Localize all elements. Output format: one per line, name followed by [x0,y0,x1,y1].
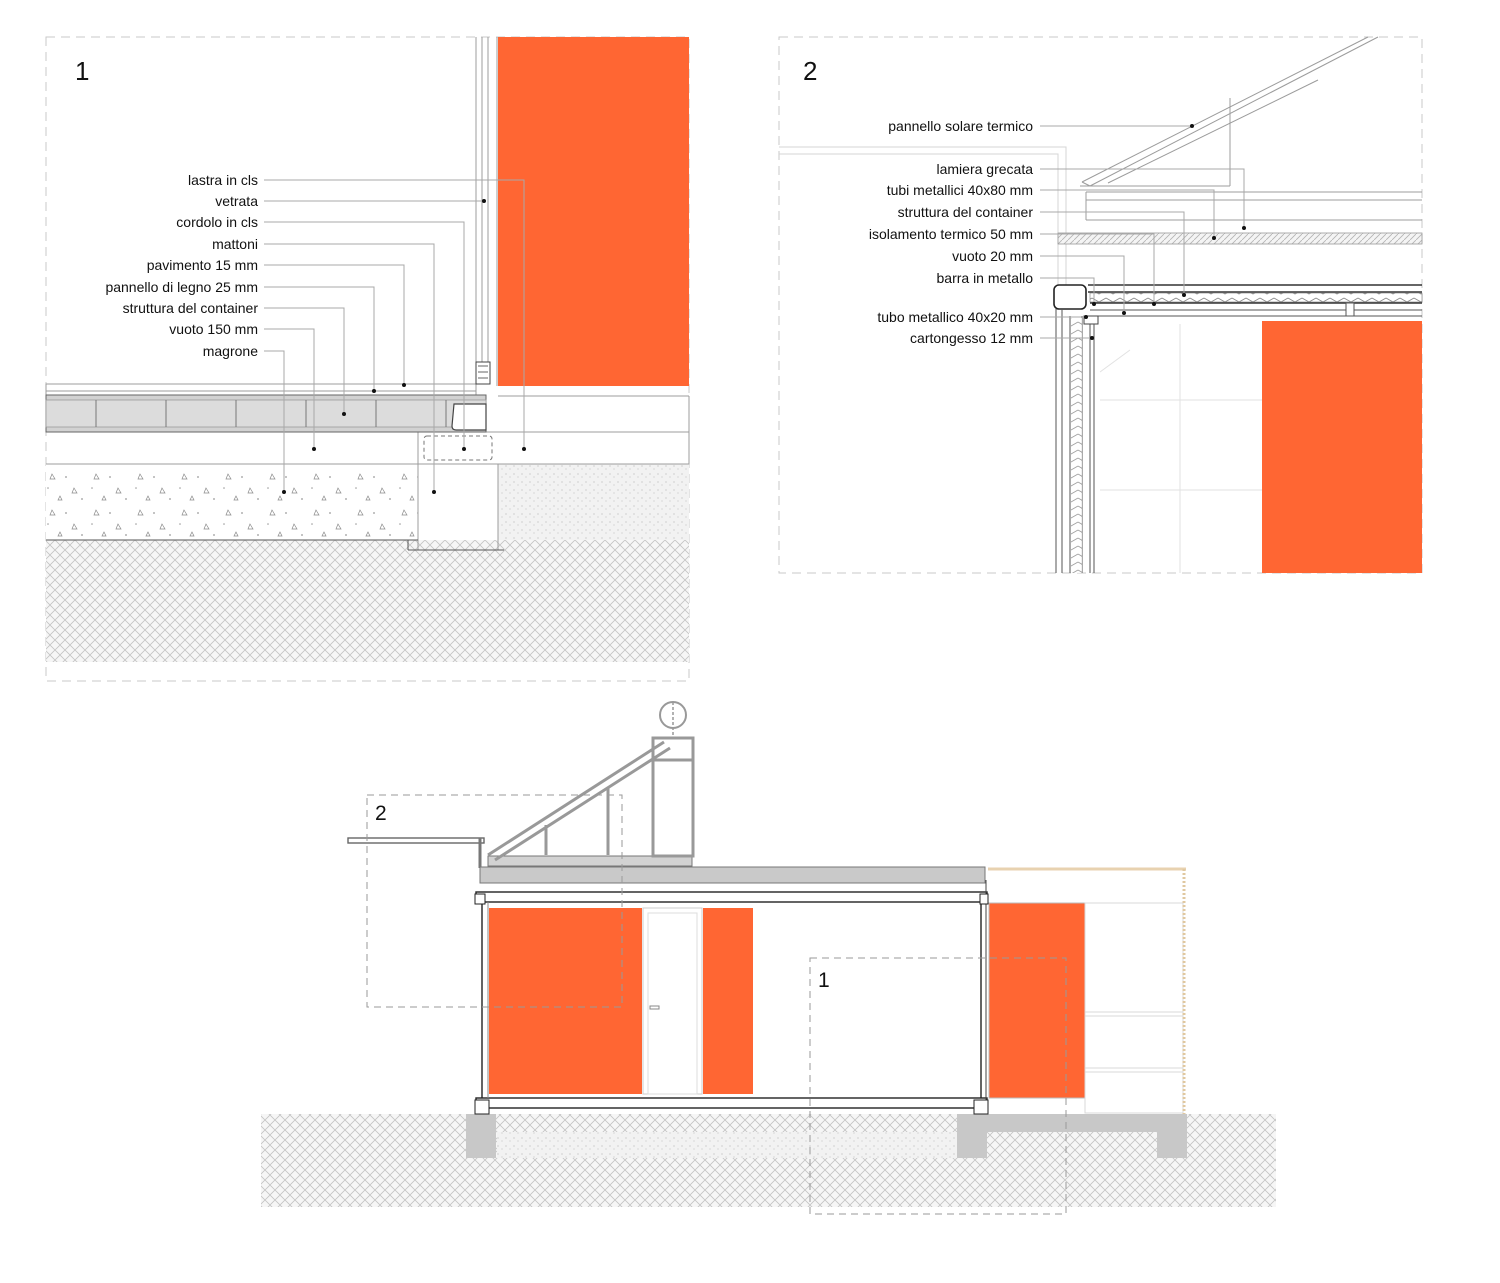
label-lamiera-grecata: lamiera grecata [937,161,1034,177]
label-tubi-metallici: tubi metallici 40x80 mm [887,182,1033,198]
callout-frame-2 [366,794,623,1008]
label-barra-in-metallo: barra in metallo [937,270,1034,286]
label-pavimento: pavimento 15 mm [147,257,258,273]
label-lastra-in-cls: lastra in cls [188,172,258,188]
label-vetrata: vetrata [215,193,258,209]
label-isolamento-termico: isolamento termico 50 mm [869,226,1033,242]
detail-2: 2 [778,36,1423,574]
label-vuoto-20: vuoto 20 mm [952,248,1033,264]
footing-right [1157,1114,1187,1158]
magrone-fill [46,464,418,540]
footing-mid [957,1114,987,1158]
label-tubo-metallico: tubo metallico 40x20 mm [877,309,1033,325]
section-door [642,907,703,1095]
insulation-layer [1057,232,1423,245]
detail-2-number: 2 [803,56,817,86]
cordolo-fill [417,431,690,465]
section-panel-left [489,908,642,1094]
corner-beam [1053,284,1087,310]
section-panel-center [703,908,753,1094]
building-section: 2 1 [261,701,1276,1215]
callout-number-1: 1 [818,969,830,992]
gravel-fill [498,464,689,540]
pavimento-fill [45,383,477,392]
label-pannello-solare: pannello solare termico [888,118,1033,134]
label-struttura-container: struttura del container [898,204,1034,220]
container-roof [479,866,986,884]
label-pannello-di-legno: pannello di legno 25 mm [105,279,258,295]
callout-frame-1 [809,957,1067,1215]
section-panel-right [988,902,1086,1099]
detail-1-number: 1 [75,56,89,86]
detail-1-leaders [264,179,526,494]
detail-1: 1 [45,36,690,682]
label-struttura-del-container: struttura del container [123,300,259,316]
ground-fill [46,540,689,662]
detail-2-frame [778,36,1423,574]
label-cartongesso: cartongesso 12 mm [910,330,1033,346]
callout-number-2: 2 [375,802,387,825]
footing-left [466,1114,496,1158]
detail-2-leaders [1040,124,1246,340]
facade-panel [498,37,689,386]
label-vuoto-150: vuoto 150 mm [169,321,258,337]
interior-panel [1262,321,1422,573]
label-cordolo-in-cls: cordolo in cls [176,214,258,230]
corrugated-sheet [1089,292,1423,303]
label-mattoni: mattoni [212,236,258,252]
label-magrone: magrone [203,343,258,359]
brick-footing [417,463,499,551]
